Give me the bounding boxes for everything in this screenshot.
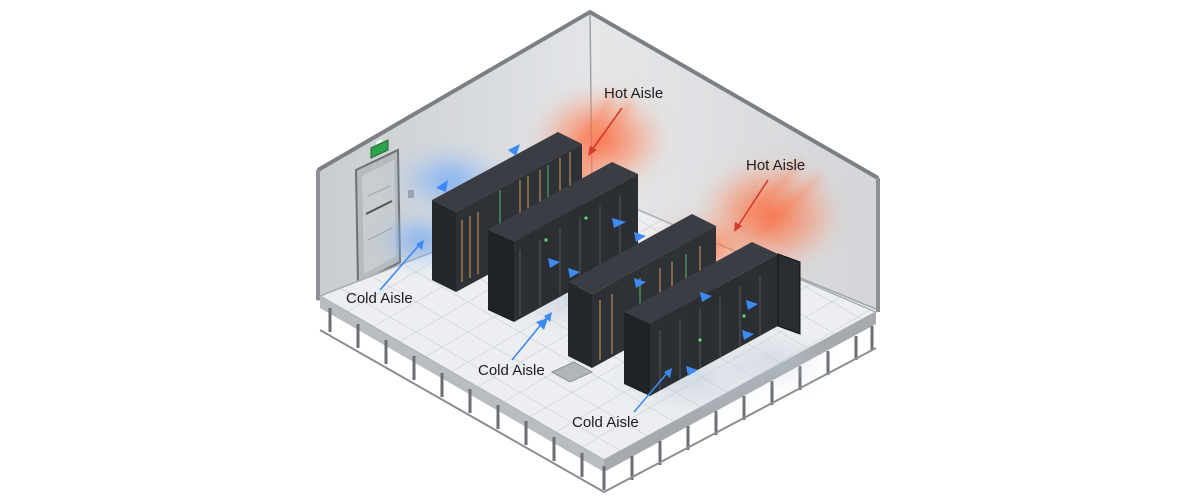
- cold-aisle-label-1: Cold Aisle: [346, 291, 413, 306]
- open-rack-door: [778, 254, 800, 334]
- hot-aisle-label-2: Hot Aisle: [746, 158, 805, 173]
- hot-aisle-label-1: Hot Aisle: [604, 86, 663, 101]
- cold-aisle-label-2: Cold Aisle: [478, 363, 545, 378]
- cold-aisle-label-3: Cold Aisle: [572, 415, 639, 430]
